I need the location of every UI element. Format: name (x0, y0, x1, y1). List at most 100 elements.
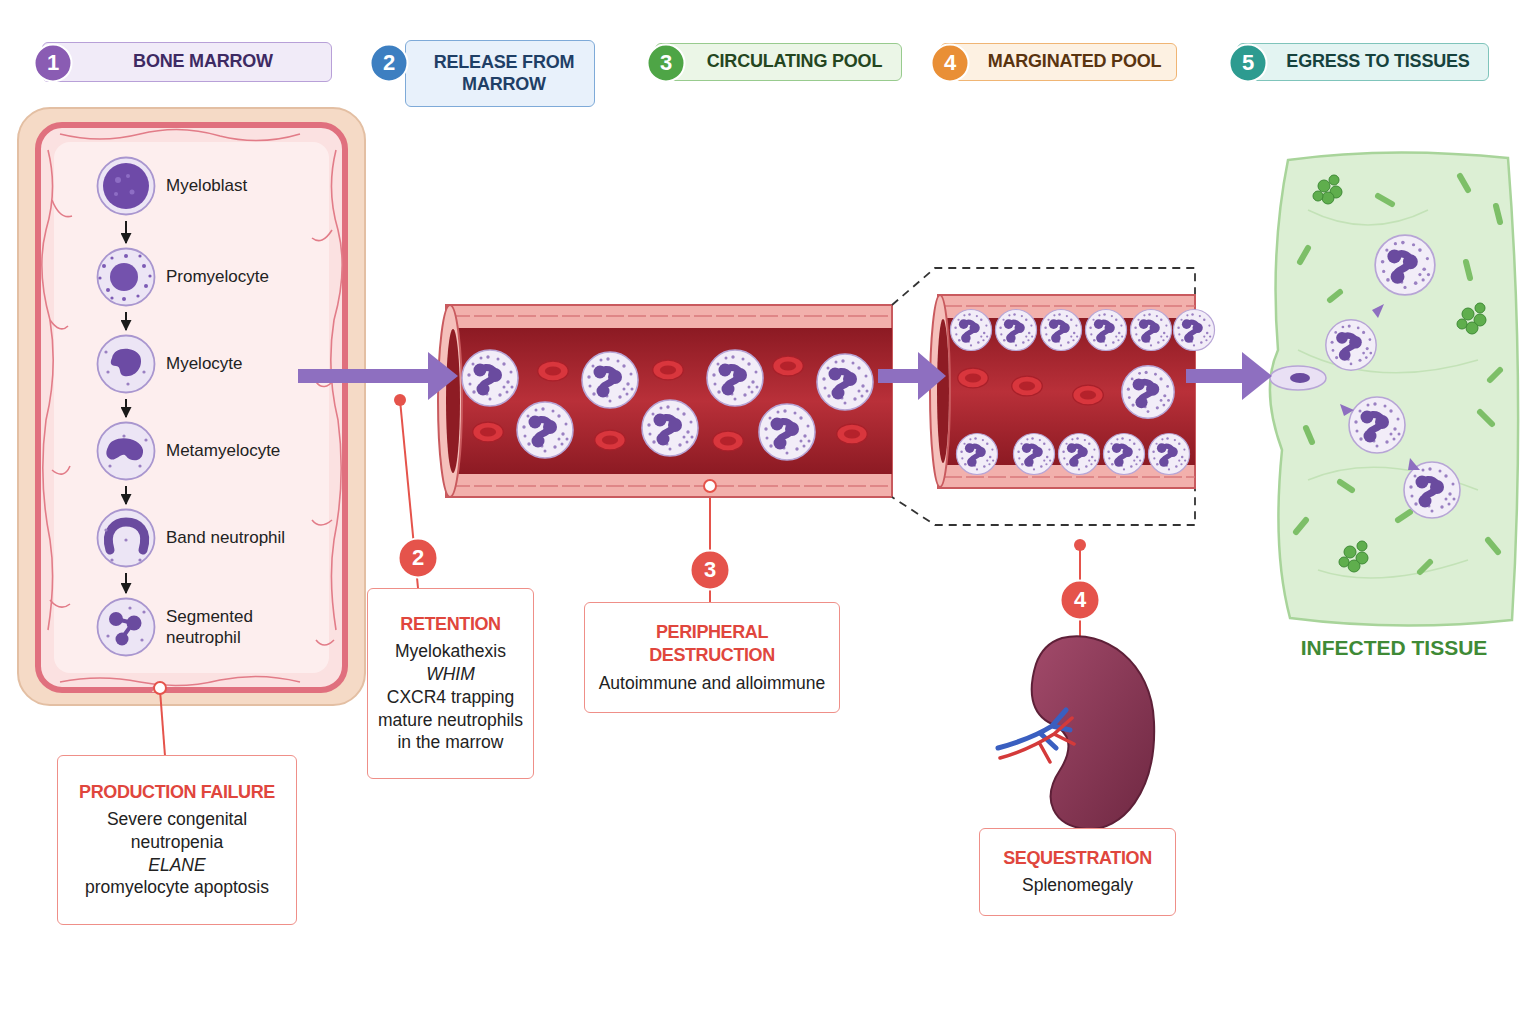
neutrophil (1375, 235, 1435, 295)
cell-label: Metamyelocyte (166, 440, 336, 461)
red-blood-cell (1073, 385, 1104, 405)
flow-arrows (298, 352, 1272, 400)
endothelium (944, 305, 1195, 307)
circle-outline (98, 599, 155, 656)
red-blood-cell (653, 360, 684, 380)
step-number-text: 4 (930, 43, 970, 83)
endothelium (944, 476, 1195, 478)
callout-box: SEQUESTRATIONSplenomegaly (979, 828, 1176, 916)
node-outline (96, 508, 156, 568)
step-number-text: 3 (646, 43, 686, 83)
tissue-label: INFECTED TISSUE (1248, 636, 1536, 660)
callout-text: CXCR4 trapping mature neutrophils in the… (376, 686, 525, 754)
step-header: CIRCULATING POOL3 (655, 43, 902, 81)
step-header: BONE MARROW1 (42, 42, 332, 82)
spleen-illustration (998, 636, 1154, 829)
marginated-neutrophil (1040, 309, 1081, 350)
neutrophil (707, 350, 763, 406)
marginated-neutrophil (950, 309, 991, 350)
vein (50, 200, 72, 607)
flow-arrow-shaft (878, 369, 920, 383)
vein (42, 150, 53, 630)
marrow-panel (18, 108, 365, 705)
node-outline (96, 597, 156, 657)
nucleoli (114, 174, 135, 196)
callout-text: PRODUCTION FAILURE (79, 781, 275, 804)
neutrophil (582, 352, 638, 408)
callout-number-text: 4 (1059, 579, 1101, 621)
vein (312, 230, 334, 645)
neutrophil (462, 350, 518, 406)
nucleus-lobe (116, 633, 129, 646)
step-title: RELEASE FROM MARROW (420, 52, 588, 95)
flow-arrow-head (918, 352, 946, 400)
red-blood-cell (773, 356, 804, 376)
node-outline (96, 156, 156, 216)
node-outline (1268, 150, 1520, 628)
marginated-neutrophil (1058, 433, 1099, 474)
vessel-end (438, 305, 462, 497)
flow-arrow-shaft (298, 369, 430, 383)
cell-stage: Band neutrophil (96, 508, 156, 568)
cell-stage: Segmented neutrophil (96, 597, 156, 657)
stage-arrow (125, 312, 127, 330)
vessel-wall (938, 295, 1195, 488)
callout-text: WHIM (426, 663, 475, 686)
nucleus (106, 438, 143, 460)
callout-box: RETENTION MyelokathexisWHIMCXCR4 trapping… (367, 588, 534, 779)
step-title: EGRESS TO TISSUES (1286, 51, 1469, 73)
marginated-neutrophil (1085, 309, 1126, 350)
vessel-end (446, 329, 460, 473)
marginated-neutrophil (1173, 309, 1214, 350)
nucleus-lobe (109, 612, 123, 626)
callout-text: Severe congenital neutropenia (66, 808, 288, 854)
circle-outline (98, 423, 155, 480)
stage-arrow (125, 221, 127, 243)
step-number: 2 (369, 43, 409, 83)
callout-text: Myelokathexis (395, 640, 506, 663)
step-header: EGRESS TO TISSUES5 (1237, 43, 1489, 81)
circle-outline (98, 158, 155, 215)
nucleus (108, 522, 144, 550)
stage-arrow (125, 573, 127, 593)
marginated-neutrophil (995, 309, 1036, 350)
nucleus (103, 163, 149, 209)
stage-arrow (125, 399, 127, 417)
bacteria (1296, 176, 1500, 572)
leader-line (160, 690, 165, 756)
cell-stage: Promyelocyte (96, 247, 156, 307)
transmigrating-neutrophil (1270, 366, 1326, 390)
callout-text: Autoimmune and alloimmune (599, 672, 826, 695)
cell-stage: Myelocyte (96, 334, 156, 394)
red-blood-cell (1012, 376, 1043, 396)
vessel-end (937, 319, 949, 463)
red-blood-cell (538, 361, 569, 381)
blood-vessel (930, 295, 1215, 488)
marginated-neutrophil (1130, 309, 1171, 350)
nucleus (111, 349, 141, 376)
node-outline (96, 334, 156, 394)
red-blood-cell (595, 430, 626, 450)
zoom-outline (892, 268, 1195, 525)
nucleus (110, 263, 138, 291)
callout-text: RETENTION (400, 613, 500, 636)
flow-arrow-shaft (1186, 369, 1244, 383)
step-header: MARGINATED POOL4 (940, 43, 1177, 81)
flow-arrow-head (428, 352, 458, 400)
vein (331, 150, 342, 630)
tissue-outline (1270, 152, 1518, 625)
callout-number-text: 2 (397, 537, 439, 579)
endothelium (452, 485, 892, 487)
callout-number: 2 (397, 537, 439, 579)
nucleus (1290, 373, 1310, 383)
neutrophil (517, 402, 573, 458)
cell-label: Band neutrophil (166, 527, 336, 548)
nucleus (116, 619, 133, 638)
stage-arrow (125, 486, 127, 504)
circle-outline (98, 249, 155, 306)
step-number: 3 (646, 43, 686, 83)
neutrophil (759, 404, 815, 460)
bone-cortex (18, 108, 365, 705)
vein (60, 676, 300, 685)
